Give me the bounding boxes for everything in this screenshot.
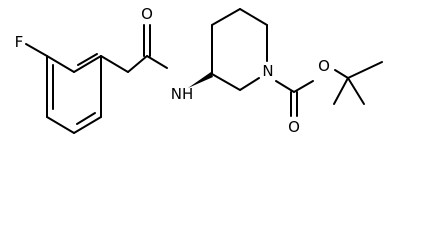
ring-bond — [73, 116, 102, 134]
carbamate-ester-bond — [293, 80, 314, 93]
ring-bond-aromatic-inner — [77, 53, 98, 66]
wedge-bond — [188, 72, 213, 88]
piperidine-ring — [211, 8, 268, 91]
carbonyl-oxygen-label: O — [288, 118, 300, 136]
amide-oxygen-label: O — [141, 5, 153, 23]
ring-bond — [73, 55, 102, 73]
tbu-methyl-bond — [333, 77, 349, 105]
ring-bond — [239, 8, 268, 26]
ring-bond — [46, 116, 75, 134]
carbonyl-carbon-bond — [127, 55, 148, 73]
amide-nitrogen-label: NH — [171, 85, 194, 103]
ring-bond — [46, 55, 75, 73]
ring-bond-aromatic-inner — [76, 112, 96, 125]
ring-bond — [239, 77, 260, 91]
boc-group — [275, 61, 383, 117]
aryl-carbonyl-bond — [100, 55, 129, 73]
ring-bond — [211, 73, 241, 91]
structure-diagram: F O NH N O O — [15, 5, 383, 136]
tbu-methyl-bond — [347, 77, 365, 105]
n-carbonyl-bond — [275, 80, 295, 93]
ring-bond — [211, 8, 241, 26]
amide-linker — [100, 24, 168, 73]
molecule-canvas: F O NH N O O — [15, 5, 383, 136]
carbonyl-nitrogen-bond — [146, 55, 168, 69]
fluorine-label: F — [15, 33, 24, 51]
fluorophenyl-ring — [25, 43, 102, 134]
ring-nitrogen-label: N — [262, 62, 273, 80]
ester-tbu-bond — [334, 69, 349, 79]
ester-oxygen-label: O — [318, 57, 330, 75]
c-f-bond — [25, 43, 48, 57]
tbu-methyl-bond — [347, 61, 383, 79]
